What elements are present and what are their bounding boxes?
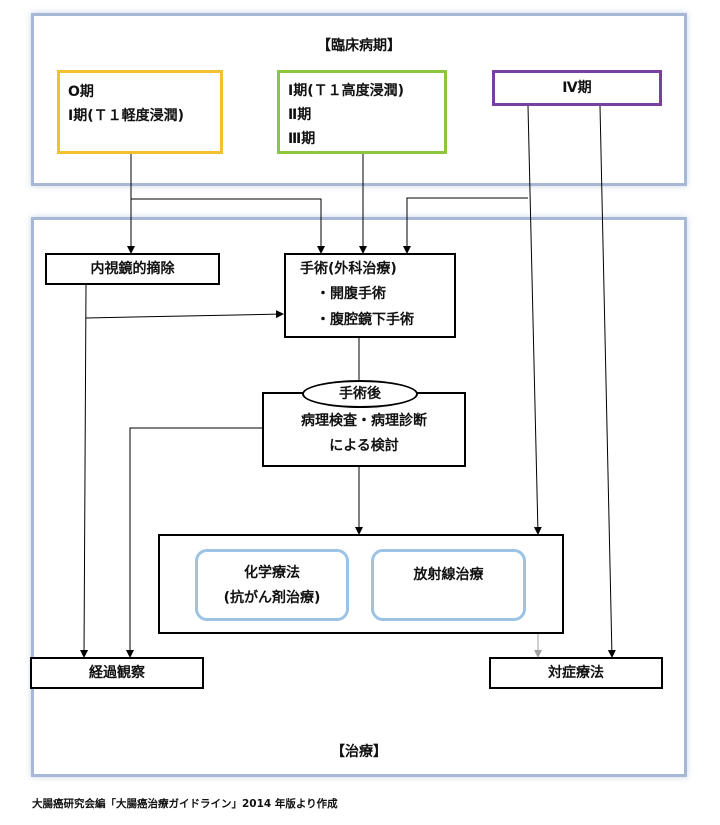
pathology-label: 病理検査・病理診断 bbox=[301, 413, 427, 429]
observation-box bbox=[30, 657, 204, 689]
radiation-box bbox=[371, 549, 526, 621]
source-footnote: 大腸癌研究会編「大腸癌治療ガイドライン」2014 年版より作成 bbox=[32, 798, 338, 810]
pathology-review-label: による検討 bbox=[329, 438, 399, 454]
arrow-stage4-to-therapy bbox=[527, 105, 542, 535]
stage3-label: Ⅲ期 bbox=[288, 131, 316, 147]
symptomatic-label: 対症療法 bbox=[548, 665, 604, 681]
stage1-deep-label: Ⅰ期(Ｔ１高度浸潤) bbox=[288, 83, 405, 99]
arrow-endoscopic-to-surgery bbox=[85, 310, 284, 319]
arrow-stage4-to-surgery bbox=[403, 197, 528, 254]
treatment-panel bbox=[31, 217, 687, 777]
endoscopic-box bbox=[45, 253, 220, 285]
arrow-stage0-to-surgery bbox=[131, 198, 325, 254]
observation-label: 経過観察 bbox=[89, 665, 145, 681]
endoscopic-label: 内視鏡的摘除 bbox=[90, 261, 175, 277]
clinical-stage-title: 【臨床病期】 bbox=[317, 38, 401, 54]
laparoscopic-surgery-label: ・腹腔鏡下手術 bbox=[316, 312, 414, 328]
chemotherapy-label: 化学療法 bbox=[244, 565, 300, 581]
chemotherapy-box bbox=[195, 549, 349, 621]
stage1-mild-label: Ⅰ期(Ｔ１軽度浸潤) bbox=[68, 108, 185, 124]
surgery-box bbox=[284, 253, 456, 338]
surgery-label: 手術(外科治療) bbox=[300, 261, 397, 277]
arrow-stage4-to-symptomatic bbox=[599, 105, 616, 658]
open-surgery-label: ・開腹手術 bbox=[316, 286, 386, 302]
anticancer-drug-label: (抗がん剤治療) bbox=[223, 590, 321, 606]
stage4-label: Ⅳ期 bbox=[562, 80, 592, 96]
arrow-endoscopic-to-observation bbox=[80, 284, 89, 658]
stage123-box bbox=[277, 70, 447, 154]
stage0-label: O期 bbox=[68, 84, 94, 100]
radiation-label: 放射線治療 bbox=[413, 567, 484, 583]
stage0-box bbox=[57, 70, 223, 154]
stage4-box bbox=[492, 70, 662, 106]
post-surgery-label: 手術後 bbox=[339, 386, 381, 402]
clinical-stage-panel bbox=[31, 13, 687, 186]
post-surgery-ellipse bbox=[302, 380, 418, 408]
treatment-title: 【治療】 bbox=[331, 744, 387, 760]
arrow-pathology-to-observation bbox=[126, 427, 262, 658]
symptomatic-box bbox=[489, 657, 663, 689]
stage2-label: Ⅱ期 bbox=[288, 107, 312, 123]
